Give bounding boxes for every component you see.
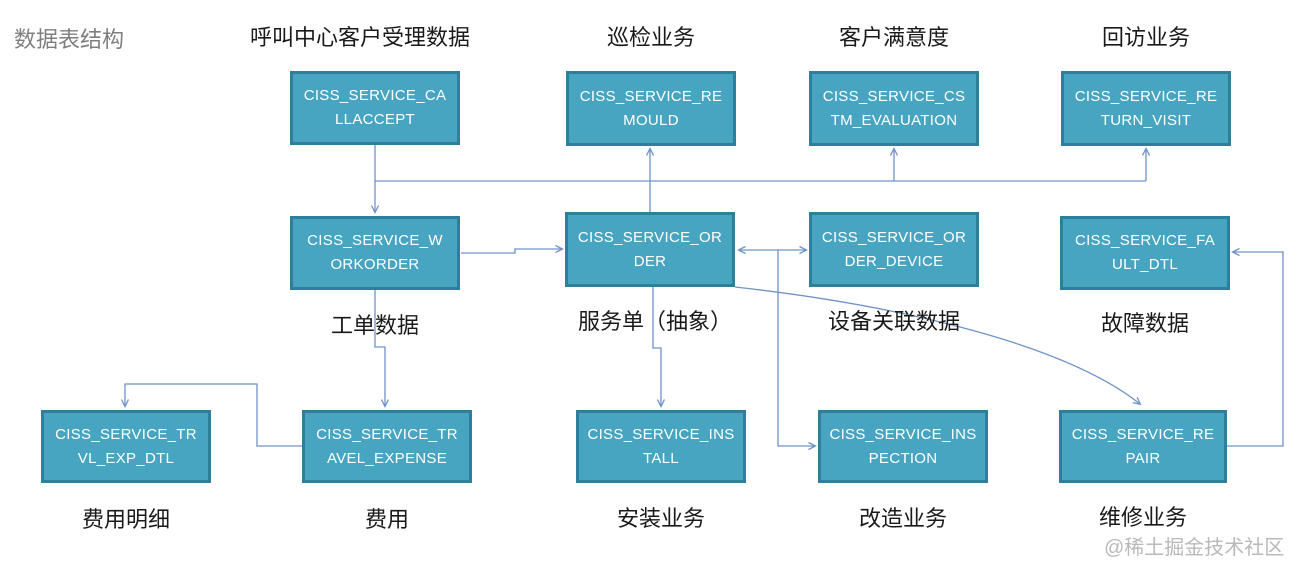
- group-label-trvl-exp-dtl: 费用明细: [81, 507, 170, 532]
- group-label-repair: 维修业务: [1098, 505, 1187, 530]
- connector-order-repair-curve: [734, 286, 1142, 406]
- connector-workorder-travelexpense: [374, 290, 390, 408]
- connector-workorder-order: [461, 244, 564, 254]
- table-node-ciss-service-travel-expense: CISS_SERVICE_TR AVEL_EXPENSE: [302, 410, 472, 483]
- table-node-ciss-service-order-device: CISS_SERVICE_OR DER_DEVICE: [809, 212, 979, 287]
- connector-travelexpense-trvlexpdtl: [120, 383, 302, 447]
- table-node-ciss-service-fault-dtl: CISS_SERVICE_FA ULT_DTL: [1060, 216, 1230, 290]
- group-label-cstm-evaluation: 客户满意度: [838, 25, 949, 50]
- connector-order-install: [652, 287, 666, 408]
- watermark: @稀土掘金技术社区: [1104, 537, 1285, 559]
- table-node-ciss-service-repair: CISS_SERVICE_RE PAIR: [1059, 410, 1227, 483]
- table-node-ciss-service-install: CISS_SERVICE_INS TALL: [576, 410, 746, 483]
- table-node-ciss-service-remould: CISS_SERVICE_RE MOULD: [566, 71, 736, 146]
- table-node-ciss-service-inspection: CISS_SERVICE_INS PECTION: [818, 410, 988, 483]
- table-node-ciss-service-return-visit: CISS_SERVICE_RE TURN_VISIT: [1061, 71, 1231, 146]
- page-title: 数据表结构: [14, 27, 125, 52]
- group-label-order: 服务单（抽象）: [577, 309, 732, 334]
- group-label-callaccept: 呼叫中心客户受理数据: [249, 25, 470, 50]
- table-node-ciss-service-callaccept: CISS_SERVICE_CA LLACCEPT: [290, 71, 460, 145]
- table-node-ciss-service-cstm-evaluation: CISS_SERVICE_CS TM_EVALUATION: [809, 71, 979, 146]
- group-label-return-visit: 回访业务: [1101, 25, 1190, 50]
- group-label-install: 安装业务: [616, 506, 705, 531]
- group-label-travel-expense: 费用: [364, 507, 409, 532]
- connector-junction-inspection: [777, 250, 817, 451]
- group-label-workorder: 工单数据: [330, 313, 419, 338]
- group-label-remould: 巡检业务: [606, 25, 695, 50]
- table-node-ciss-service-workorder: CISS_SERVICE_W ORKORDER: [290, 216, 460, 290]
- connector-repair-faultdtl: [1227, 247, 1284, 447]
- table-node-ciss-service-order: CISS_SERVICE_OR DER: [565, 212, 735, 287]
- group-label-inspection: 改造业务: [858, 506, 947, 531]
- table-node-ciss-service-trvl-exp-dtl: CISS_SERVICE_TR VL_EXP_DTL: [41, 410, 211, 483]
- group-label-order-device: 设备关联数据: [827, 309, 960, 334]
- group-label-fault-dtl: 故障数据: [1100, 311, 1189, 336]
